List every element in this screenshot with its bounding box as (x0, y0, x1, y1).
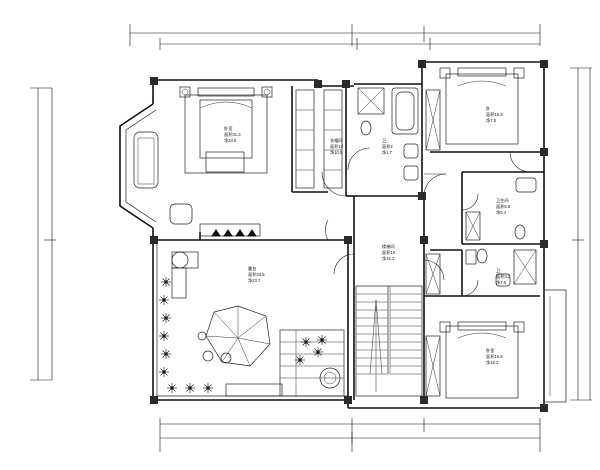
room-label-walk-in-closet: 衣帽间 面积12 净10.5 (330, 137, 344, 156)
svg-text:面积31.3: 面积31.3 (224, 131, 241, 138)
dimension-left (30, 87, 56, 381)
bay-chaise (133, 131, 159, 189)
terrace-shrubs (159, 277, 327, 393)
svg-text:净1.7: 净1.7 (382, 149, 393, 156)
master-bed (179, 86, 273, 174)
dimension-top (129, 24, 541, 50)
svg-text:露台: 露台 (248, 265, 256, 272)
doors (321, 147, 531, 297)
room-label-bedroom-se: 卧室 面积15.6 净18.2 (486, 347, 503, 366)
terrace-deck (225, 329, 345, 397)
shrub-icon (185, 383, 195, 393)
svg-text:卧室: 卧室 (486, 347, 494, 354)
svg-text:面积10: 面积10 (382, 249, 396, 256)
bathroom-fixtures (357, 87, 419, 181)
svg-text:净10.5: 净10.5 (330, 149, 343, 156)
svg-text:净15.2: 净15.2 (382, 255, 395, 262)
shrub-icon (159, 331, 169, 341)
dimension-bottom (159, 418, 541, 452)
east-bathroom-fixtures (465, 177, 537, 241)
east-balcony (543, 289, 567, 403)
room-label-bathroom-main: 卫 面积2 净1.7 (382, 138, 393, 156)
room-label-bathroom-small: 卫 面积3.2 净7.9 (496, 268, 511, 286)
svg-text:面积15.6: 面积15.6 (486, 353, 503, 360)
svg-text:面积12: 面积12 (330, 143, 344, 150)
svg-text:净23.7: 净23.7 (248, 277, 261, 284)
terrace-planters (171, 251, 199, 299)
small-bath-fixtures (465, 248, 537, 287)
shrub-icon (161, 349, 171, 359)
svg-text:卧室: 卧室 (224, 125, 232, 132)
svg-text:净7.5: 净7.5 (486, 117, 497, 124)
svg-text:净18.2: 净18.2 (486, 359, 499, 366)
master-plants (211, 229, 257, 237)
svg-text:净7.9: 净7.9 (496, 279, 507, 286)
svg-text:净24.6: 净24.6 (224, 137, 237, 144)
shrub-icon (161, 277, 171, 287)
terrace-umbrella (197, 305, 271, 367)
shrub-icon (203, 383, 213, 393)
svg-text:净5.4: 净5.4 (496, 209, 507, 216)
svg-text:楼梯间: 楼梯间 (382, 243, 395, 250)
shrub-icon (167, 383, 177, 393)
room-label-bedroom-ne: 卧 面积15.3 净7.5 (486, 105, 503, 124)
shrub-icon (301, 337, 311, 347)
svg-text:衣帽间: 衣帽间 (330, 137, 343, 144)
svg-text:卫: 卫 (382, 138, 386, 143)
svg-text:面积5.5: 面积5.5 (496, 203, 511, 210)
svg-text:面积15.3: 面积15.3 (486, 111, 503, 118)
dimension-right (570, 67, 592, 401)
shrub-icon (295, 355, 305, 365)
se-bed (425, 253, 525, 399)
room-label-terrace: 露台 面积34.5 净23.7 (248, 265, 265, 284)
shrub-icon (159, 367, 169, 377)
shrub-icon (317, 335, 327, 345)
staircase (355, 285, 423, 397)
room-label-master-bedroom: 卧室 面积31.3 净24.6 (224, 125, 241, 144)
closet-shelves (295, 89, 343, 189)
room-label-bathroom-east: 卫生间 面积5.5 净5.4 (496, 197, 511, 216)
svg-text:面积34.5: 面积34.5 (248, 271, 265, 278)
svg-text:卧: 卧 (486, 105, 490, 112)
svg-text:面积3.2: 面积3.2 (496, 273, 511, 280)
svg-text:卫生间: 卫生间 (496, 197, 509, 204)
room-label-stair-hall: 楼梯间 面积10 净15.2 (382, 243, 396, 262)
shrub-icon (161, 313, 171, 323)
exterior-walls (119, 61, 545, 409)
shrub-icon (159, 295, 169, 305)
shrub-icon (313, 347, 323, 357)
ne-bed (425, 67, 525, 151)
svg-text:面积2: 面积2 (382, 143, 393, 150)
svg-text:卫: 卫 (496, 268, 500, 273)
structural-columns (150, 60, 548, 412)
